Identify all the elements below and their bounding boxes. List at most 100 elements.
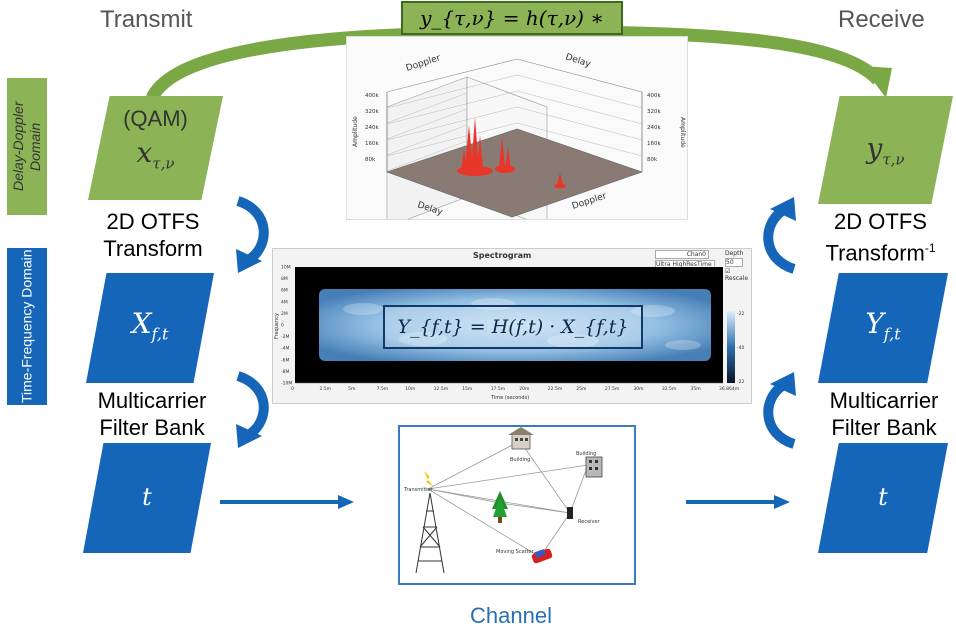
spectrogram-ytick: -8M	[281, 369, 289, 375]
spectrogram-xtick: 36.864m	[719, 386, 739, 392]
receive-label: Receive	[838, 6, 925, 33]
rx-transform-line1: 2D OTFS	[834, 209, 927, 234]
tx-filterbank-arrow	[236, 371, 269, 448]
spectrogram-xtick: 17.5m	[491, 386, 505, 392]
tx-to-channel-arrow	[220, 495, 354, 509]
spectrogram-panel: Spectrogram Chan0 Ultra HighResTime Dept…	[272, 248, 752, 404]
moving-scatter-car-icon	[531, 548, 553, 564]
spectrogram-xtick: 30m	[633, 386, 643, 392]
rx-tf-symbol: Yf,t	[818, 307, 948, 344]
transmitter-label: Transmitter	[403, 487, 433, 493]
spectrogram-xtick: 0	[291, 386, 294, 392]
plot3d-tick-r3: 160k	[647, 141, 661, 147]
tx-dd-symbol-box: (QAM) xτ,ν	[88, 96, 223, 200]
rx-filterbank-line1: Multicarrier	[829, 388, 939, 413]
building-1-icon	[508, 427, 534, 450]
spectrogram-ytick: 6M	[281, 288, 288, 294]
spectrogram-ytick: -2M	[281, 334, 289, 340]
rx-transform-line2: Transform-1	[808, 235, 953, 266]
transmitter-tower-icon	[415, 492, 445, 574]
spectrogram-ytick: 2M	[281, 311, 288, 317]
plot3d-tick-r0: 400k	[647, 93, 661, 99]
tx-dd-var: x	[136, 136, 153, 169]
plot3d-doppler-top: Doppler	[405, 53, 442, 74]
spectrogram-ylabel: Frequency	[274, 313, 280, 339]
receiver-icon	[567, 507, 573, 519]
rx-transform-sup: -1	[924, 241, 936, 255]
plot3d-tick-l3: 160k	[365, 141, 379, 147]
plot3d-tick-l0: 400k	[365, 93, 379, 99]
channel-select[interactable]: Chan0	[655, 250, 709, 259]
plot3d-delay-top: Delay	[564, 52, 592, 70]
delay-doppler-domain-label: Delay-Doppler Domain	[7, 78, 47, 215]
tx-tf-symbol-box: Xf,t	[86, 273, 214, 383]
plot3d-amplitude-right: Amplitude	[679, 117, 686, 148]
rx-dd-var: y	[866, 132, 883, 165]
rx-time-box: t	[818, 443, 948, 553]
spectrogram-xtick: 5m	[348, 386, 355, 392]
building-1-label: Building	[510, 457, 530, 463]
tx-time-box: t	[83, 443, 211, 553]
spectrogram-xtick: 22.5m	[548, 386, 562, 392]
tree-icon	[492, 491, 508, 523]
spectrogram-ytick: 0	[281, 323, 284, 329]
channel-select-value: Chan0	[686, 251, 706, 258]
spectrogram-xtick: 25m	[576, 386, 586, 392]
tx-tf-var: X	[131, 307, 152, 340]
rx-dd-sub: τ,ν	[882, 150, 905, 169]
plot3d-tick-r1: 320k	[647, 109, 661, 115]
tx-dd-symbol: xτ,ν	[88, 136, 223, 173]
spectrogram-title: Spectrogram	[473, 251, 532, 260]
tx-dd-sub: τ,ν	[152, 154, 175, 173]
delay-doppler-domain-text: Delay-Doppler Domain	[10, 101, 43, 192]
rx-dd-symbol-box: yτ,ν	[818, 96, 953, 204]
tx-tf-symbol: Xf,t	[86, 307, 214, 344]
tx-time-symbol: t	[142, 483, 152, 511]
cbar-label-0: -22	[737, 311, 744, 317]
building-2-icon	[585, 456, 603, 478]
rx-tf-var: Y	[865, 307, 884, 340]
depth-input[interactable]: 50	[725, 258, 743, 267]
plot3d-amplitude-left: Amplitude	[352, 116, 359, 147]
tx-transform-arrow	[236, 196, 269, 273]
tx-transform-line1: 2D OTFS	[106, 209, 200, 234]
rx-transform-label: 2D OTFS Transform-1	[808, 208, 953, 266]
rescale-label: Rescale	[725, 275, 749, 282]
mode-select-value: Ultra HighResTime	[656, 261, 712, 268]
tx-transform-label: 2D OTFS Transform	[88, 208, 218, 262]
channel-to-rx-arrow	[686, 495, 790, 509]
spectrogram-xtick: 27.5m	[605, 386, 619, 392]
tx-transform-line2: Transform	[103, 236, 203, 261]
depth-label: Depth	[725, 250, 744, 257]
rx-transform-word: Transform	[825, 240, 925, 266]
spectrogram-xtick: 15m	[462, 386, 472, 392]
building-2-label: Building	[576, 451, 596, 457]
time-frequency-domain-text: Time-Frequency Domain	[18, 249, 35, 404]
spectrogram-xtick: 10m	[405, 386, 415, 392]
rx-transform-arrow	[763, 197, 796, 274]
tf-formula-text: Y_{f,t} = H(f,t) · X_{f,t}	[397, 316, 629, 338]
rx-filterbank-arrow	[763, 372, 796, 449]
rescale-checkbox[interactable]: ☑ Rescale	[725, 268, 749, 282]
transmit-label: Transmit	[100, 6, 193, 33]
rx-filterbank-label: Multicarrier Filter Bank	[812, 387, 956, 441]
rx-tf-sub: f,t	[883, 324, 901, 344]
plot3d-tick-r4: 80k	[647, 157, 658, 163]
receiver-label: Receiver	[578, 519, 601, 525]
delay-doppler-formula: y_{τ,ν} = h(τ,ν) ∗ x_{τ,ν}	[401, 1, 623, 60]
rx-tf-symbol-box: Yf,t	[818, 273, 948, 383]
rx-dd-symbol: yτ,ν	[818, 132, 953, 169]
plot3d-tick-l4: 80k	[365, 157, 376, 163]
spectrogram-xtick: 32.5m	[662, 386, 676, 392]
spectrogram-xtick: 7.5m	[377, 386, 389, 392]
plot3d-tick-l1: 320k	[365, 109, 379, 115]
spectrogram-ytick: -10M	[281, 381, 292, 387]
qam-label: (QAM)	[123, 106, 188, 131]
spectrogram-xtick: 20m	[519, 386, 529, 392]
plot3d-svg: Doppler Delay Delay Doppler Amplitude Am…	[352, 52, 686, 228]
spectrogram-xlabel: Time (seconds)	[490, 395, 529, 401]
cbar-label-2: -22	[737, 379, 744, 385]
delay-doppler-3d-plot: Doppler Delay Delay Doppler Amplitude Am…	[346, 36, 688, 228]
spectrogram-xtick: 35m	[691, 386, 701, 392]
